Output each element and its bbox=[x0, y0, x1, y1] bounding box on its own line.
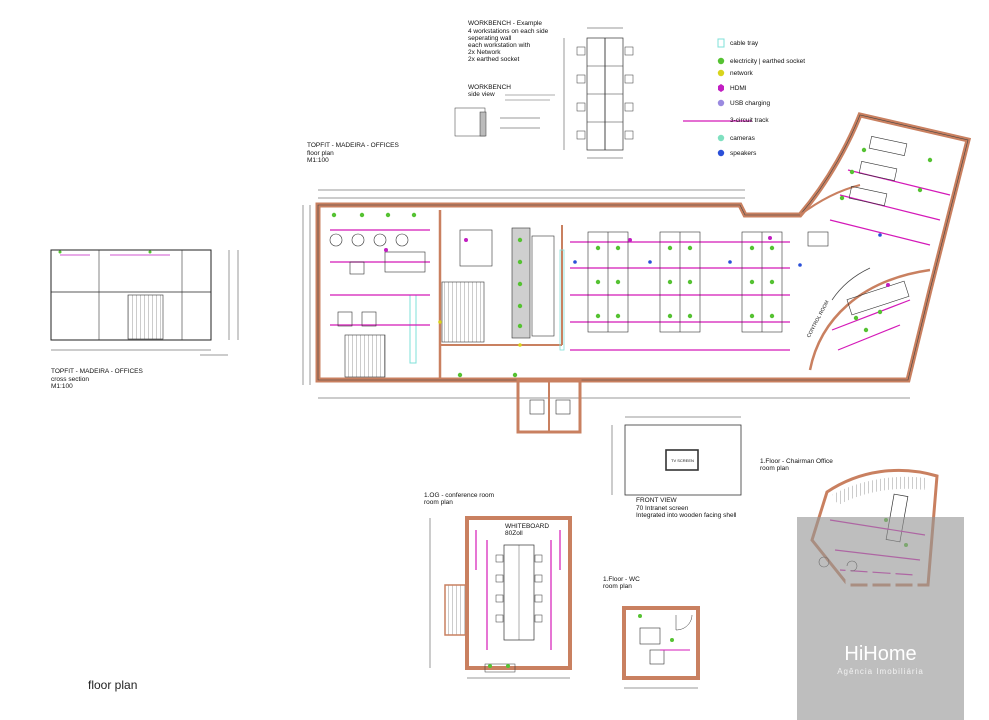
front-view-line-1: 70 Intranet screen bbox=[636, 505, 689, 512]
workbench-line-1: 4 workstations on each side bbox=[468, 28, 549, 35]
chairman-sub: room plan bbox=[760, 465, 789, 472]
conference-title: 1.OG - conference room bbox=[424, 492, 495, 499]
wc-title: 1.Floor - WC bbox=[603, 576, 640, 583]
main-floor-plan bbox=[302, 112, 972, 434]
legend-label-network: network bbox=[730, 70, 753, 77]
workbench-side-sub: side view bbox=[468, 91, 495, 98]
watermark-brand: HiHome bbox=[844, 643, 917, 665]
legend-label-usb: USB charging bbox=[730, 100, 771, 107]
conference-sub: room plan bbox=[424, 499, 453, 506]
workbench-side-title: WORKBENCH bbox=[468, 84, 511, 91]
workbench-title: WORKBENCH - Example bbox=[468, 20, 543, 27]
footer-label: floor plan bbox=[88, 678, 138, 692]
cross-section bbox=[50, 249, 239, 356]
front-view bbox=[611, 416, 742, 496]
workbench-line-3: each workstation with bbox=[468, 42, 531, 49]
conference-room bbox=[429, 516, 572, 679]
wc-room bbox=[622, 606, 700, 689]
legend-label-speakers: speakers bbox=[730, 150, 757, 157]
section-title: TOPFIT - MADEIRA - OFFICES bbox=[51, 368, 143, 375]
section-scale: M1:100 bbox=[51, 383, 73, 390]
legend-label-cable-tray: cable tray bbox=[730, 40, 759, 47]
plan-scale: M1:100 bbox=[307, 157, 329, 164]
workbench-line-5: 2x earthed socket bbox=[468, 56, 520, 63]
watermark-tagline: Agência Imobiliária bbox=[837, 667, 924, 676]
legend-label-track: 3-circuit track bbox=[730, 117, 769, 124]
front-view-line-2: Integrated into wooden facing shell bbox=[636, 512, 737, 519]
front-view-title: FRONT VIEW bbox=[636, 497, 677, 504]
screen-label: TV SCREEN bbox=[671, 458, 694, 463]
section-subtitle: cross section bbox=[51, 376, 89, 383]
legend-swatches bbox=[683, 38, 752, 157]
whiteboard-line-2: 80Zoll bbox=[505, 530, 523, 537]
workbench-line-4: 2x Network bbox=[468, 49, 501, 56]
legend-label-electricity: electricity | earthed socket bbox=[730, 58, 806, 65]
plan-title: TOPFIT - MADEIRA - OFFICES bbox=[307, 142, 399, 149]
plan-subtitle: floor plan bbox=[307, 150, 334, 157]
legend-label-cameras: cameras bbox=[730, 135, 755, 142]
workbench-example bbox=[454, 27, 634, 159]
wc-sub: room plan bbox=[603, 583, 632, 590]
chairman-title: 1.Floor - Chairman Office bbox=[760, 458, 833, 465]
workbench-line-2: seperating wall bbox=[468, 35, 512, 42]
hihome-watermark: HiHome Agência Imobiliária bbox=[797, 517, 964, 720]
whiteboard-line-1: WHITEBOARD bbox=[505, 523, 550, 530]
legend-label-hdmi: HDMI bbox=[730, 85, 747, 92]
